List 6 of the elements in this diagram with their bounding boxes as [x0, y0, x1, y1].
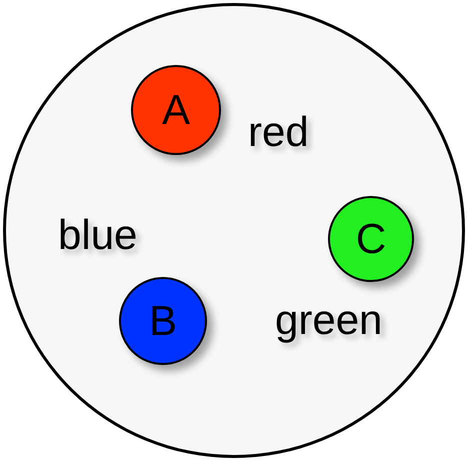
node-caption: blue [58, 214, 138, 256]
node-caption: red [248, 111, 309, 153]
node-caption: green [275, 299, 382, 341]
circle-node: C [328, 196, 414, 282]
circle-node: B [119, 277, 207, 365]
circle-node: A [131, 65, 221, 155]
